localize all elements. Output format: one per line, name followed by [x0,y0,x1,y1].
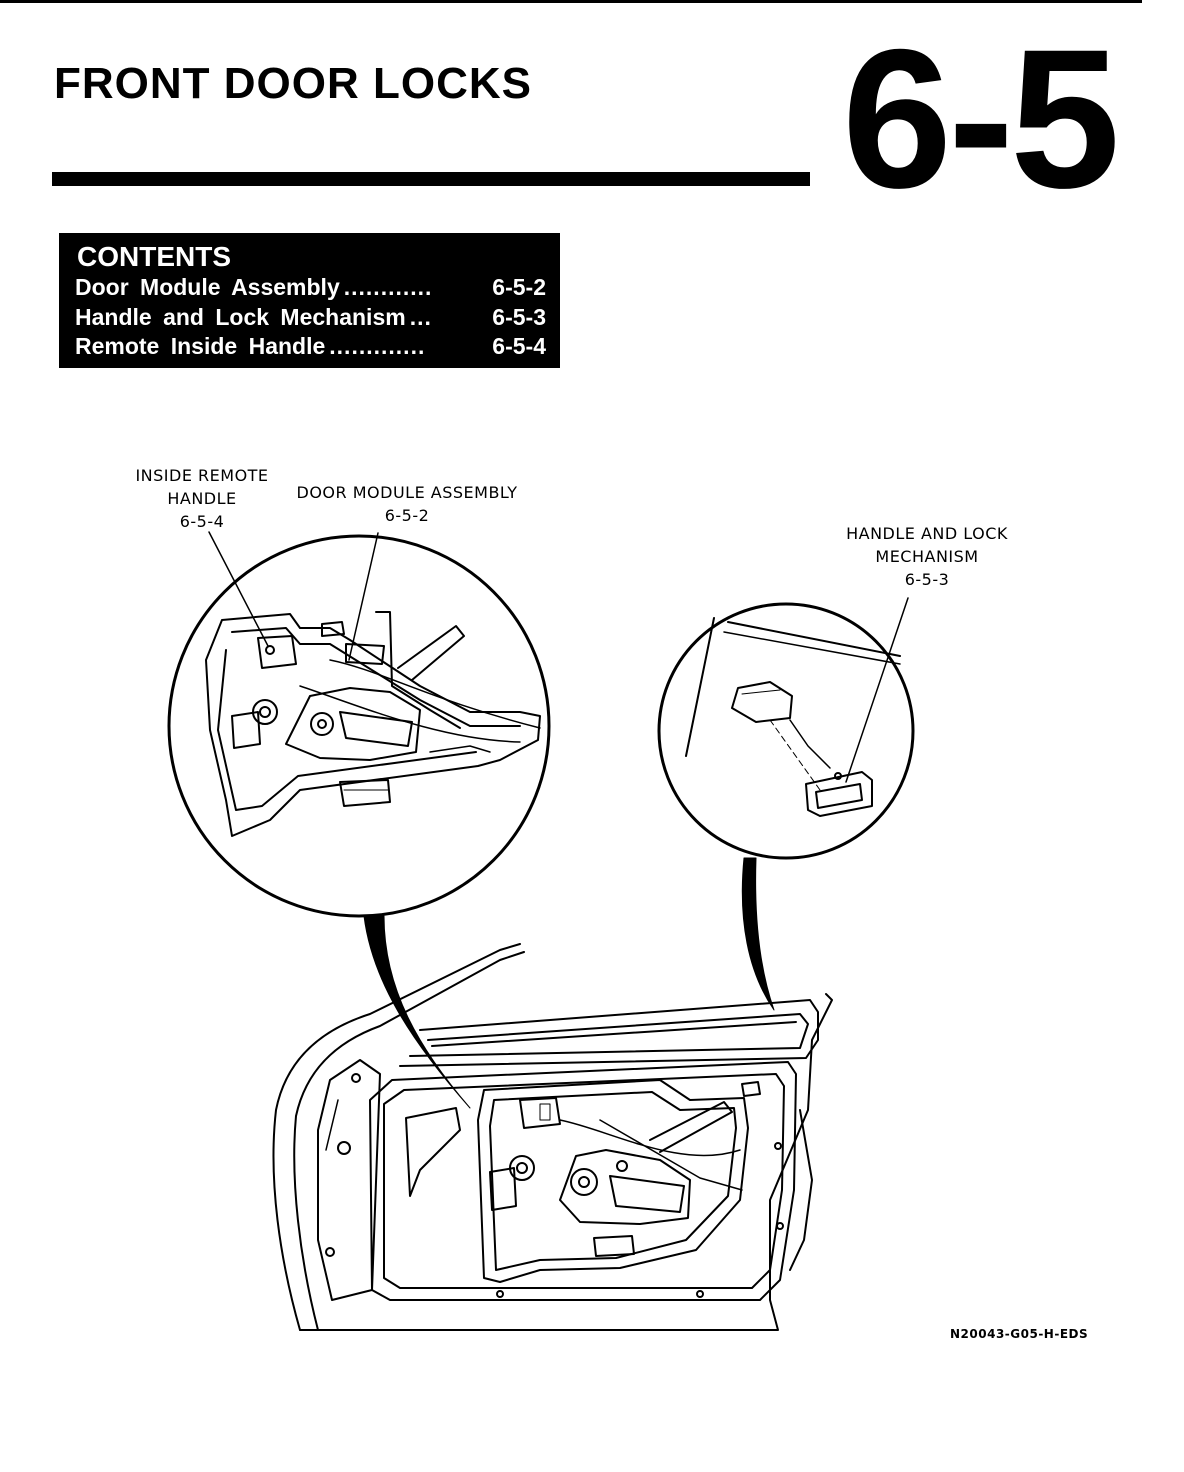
toc-label: Remote Inside Handle [75,333,326,359]
contents-box: CONTENTS Door Module Assembly ..........… [59,233,560,368]
callout-ref: 6-5-2 [384,506,430,525]
callout-text: HANDLE AND LOCK [846,524,1008,543]
toc-entry-handle-lock[interactable]: Handle and Lock Mechanism ... 6-5-3 [75,303,546,333]
toc-label: Handle and Lock Mechanism [75,303,406,330]
toc-page-ref: 6-5-3 [492,303,546,330]
toc-leader: ............ [343,274,433,300]
right-detail-connector [741,857,775,1011]
door-module-detail-circle [167,531,551,918]
handle-lock-detail-circle [657,597,915,860]
callout-door-module-assembly: DOOR MODULE ASSEMBLY 6-5-2 [284,481,530,527]
section-number: 6-5 [842,8,1120,229]
title-rule [52,172,810,186]
callout-handle-and-lock: HANDLE AND LOCK MECHANISM 6-5-3 [836,522,1018,591]
toc-page-ref: 6-5-4 [492,333,546,359]
callout-text: HANDLE [167,489,237,508]
left-detail-connector [363,915,471,1109]
toc-entry-door-module[interactable]: Door Module Assembly ............ 6-5-2 [75,273,546,303]
contents-heading: CONTENTS [77,241,231,272]
toc-leader: ............. [329,333,426,359]
callout-inside-remote-handle: INSIDE REMOTE HANDLE 6-5-4 [128,464,276,533]
top-rule [0,0,1142,3]
callout-ref: 6-5-3 [904,570,950,589]
page-title: FRONT DOOR LOCKS [54,59,532,108]
toc-entry-remote-handle[interactable]: Remote Inside Handle ............. 6-5-4 [75,332,546,362]
callout-text: MECHANISM [875,547,979,566]
callout-text: DOOR MODULE ASSEMBLY [296,483,518,502]
toc-label: Door Module Assembly [75,274,340,300]
figure-id: N20043-G05-H-EDS [950,1327,1089,1341]
front-door-drawing [272,943,833,1331]
toc-page-ref: 6-5-2 [492,274,546,300]
callout-text: INSIDE REMOTE [135,466,269,485]
toc-leader: ... [409,303,432,330]
callout-ref: 6-5-4 [179,512,225,531]
